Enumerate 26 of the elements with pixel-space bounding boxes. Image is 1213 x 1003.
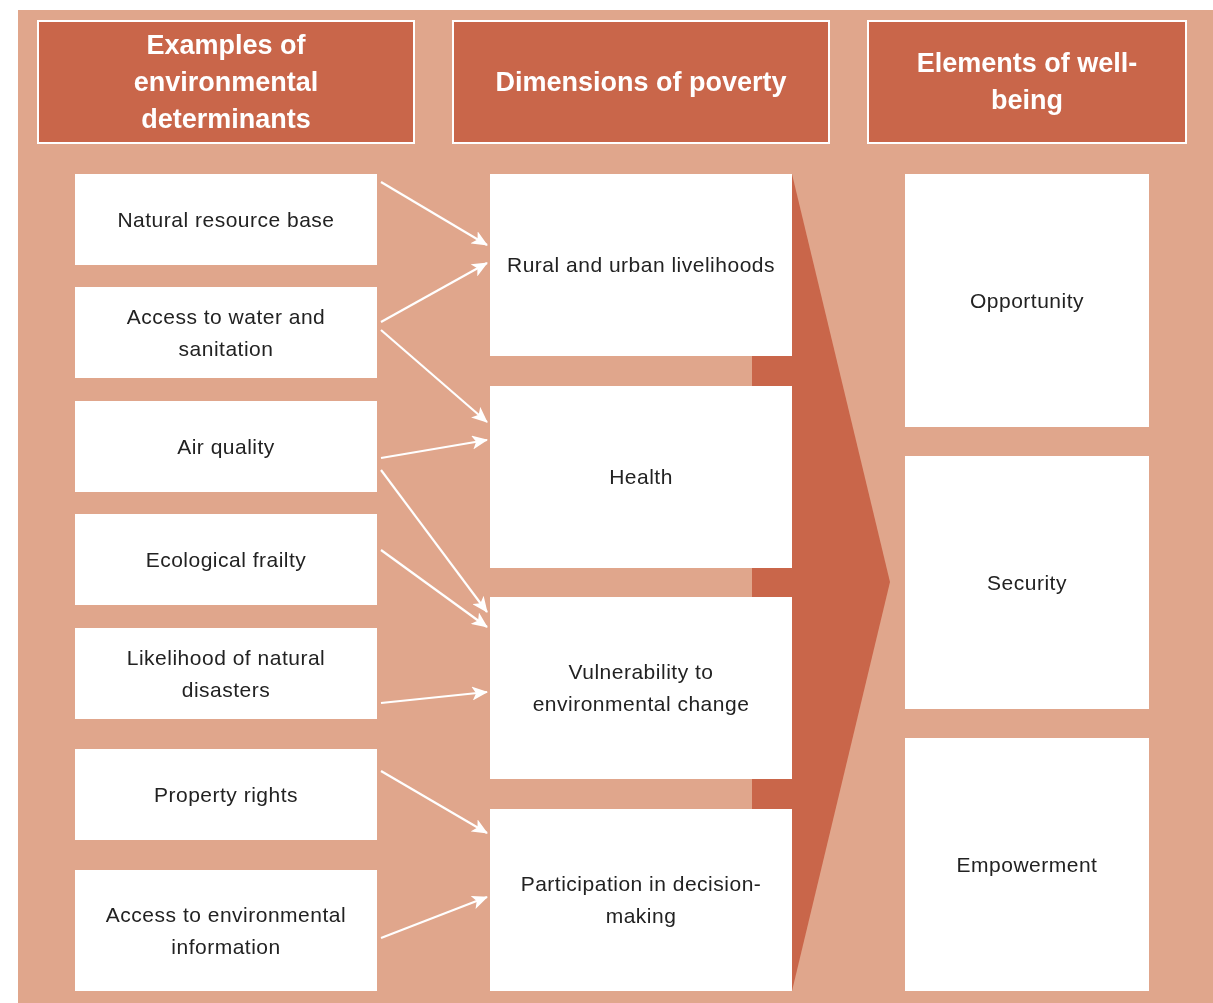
text-box: Opportunity [905,174,1149,427]
column-header: Dimensions of poverty [452,20,830,144]
arrow [380,469,488,613]
text-box: Access to environmental information [75,870,377,991]
text-box: Natural resource base [75,174,377,265]
text-box: Empowerment [905,738,1149,991]
text-box: Air quality [75,401,377,492]
text-box: Property rights [75,749,377,840]
text-box: Health [490,386,792,568]
arrow [380,181,488,246]
text-box: Access to water and sanitation [75,287,377,378]
text-box: Participation in decision-making [490,809,792,991]
arrow [380,549,488,628]
arrow [380,329,488,423]
text-box: Security [905,456,1149,709]
arrow [380,770,488,834]
arrow [380,262,488,323]
column-header: Elements of well-being [867,20,1187,144]
column-header: Examples of environmental determinants [37,20,415,144]
arrow [380,686,488,705]
text-box: Vulnerability to environmental change [490,597,792,779]
text-box: Rural and urban livelihoods [490,174,792,356]
arrow [380,895,488,940]
text-box: Ecological frailty [75,514,377,605]
arrow [380,435,488,460]
text-box: Likelihood of natural disasters [75,628,377,719]
